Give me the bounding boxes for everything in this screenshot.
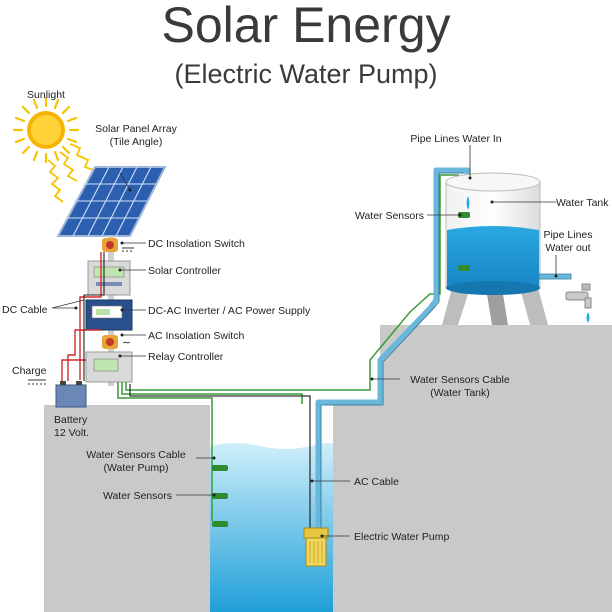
water-outlet-pipe (538, 273, 592, 323)
well-water (210, 443, 334, 612)
label-solar-panel-array: Solar Panel Array (95, 123, 177, 135)
label-dc-insolation-switch: DC Insolation Switch (148, 238, 245, 250)
label-charge: Charge (12, 365, 47, 377)
diagram-subtitle: (Electric Water Pump) (174, 59, 437, 89)
ground (44, 325, 612, 612)
water-pipe-in (315, 167, 471, 530)
water-sensors-cable (117, 174, 459, 521)
well-water-sensors (212, 465, 228, 527)
solar-panel-array (56, 166, 167, 237)
label-electric-water-pump: Electric Water Pump (354, 531, 449, 543)
label-pipe-lines-water-out-2: Water out (545, 242, 590, 254)
label-water-sensors-tank: Water Sensors (355, 210, 424, 222)
label-relay-controller: Relay Controller (148, 351, 224, 363)
sun-icon (12, 96, 80, 164)
label-dc-cable: DC Cable (2, 304, 48, 316)
electric-water-pump (303, 527, 329, 567)
label-ac-cable: AC Cable (354, 476, 399, 488)
ac-symbol-icon: ∼ (122, 336, 131, 349)
tank-water-sensors (458, 212, 470, 271)
water-inlet-drops (466, 196, 470, 210)
dc-symbol-icon (122, 247, 134, 252)
label-dc-ac-inverter: DC-AC Inverter / AC Power Supply (148, 305, 311, 317)
label-pipe-lines-water-out: Pipe Lines (543, 229, 592, 241)
label-battery-voltage: 12 Volt. (54, 427, 89, 439)
dc-ac-inverter (85, 299, 133, 331)
water-pipe-in-outline (320, 172, 465, 530)
dc-cable-black (83, 252, 105, 381)
label-solar-panel-tile-angle: (Tile Angle) (110, 136, 163, 148)
water-tank (442, 172, 548, 325)
label-water-sensors-cable-tank: Water Sensors Cable (410, 374, 510, 386)
label-sunlight: Sunlight (27, 89, 65, 101)
diagram-title: Solar Energy (161, 0, 450, 53)
label-water-sensors-cable-pump-2: (Water Pump) (104, 462, 169, 474)
leader-lines (51, 145, 558, 538)
solar-controller (87, 260, 131, 296)
sunlight-rays (47, 143, 97, 203)
battery (55, 381, 87, 408)
relay-controller (85, 351, 133, 383)
charge-arrow-icon (28, 379, 46, 385)
label-solar-controller: Solar Controller (148, 265, 221, 277)
label-water-tank: Water Tank (556, 197, 609, 209)
ac-cable (129, 384, 311, 528)
label-water-sensors-pump: Water Sensors (103, 490, 172, 502)
label-ac-insolation-switch: AC Insolation Switch (148, 330, 244, 342)
label-water-sensors-cable-tank-2: (Water Tank) (430, 387, 490, 399)
dc-insolation-switch (102, 238, 118, 252)
label-water-sensors-cable-pump: Water Sensors Cable (86, 449, 186, 461)
label-pipe-lines-water-in: Pipe Lines Water In (410, 133, 501, 145)
ac-insolation-switch (102, 335, 118, 349)
label-battery: Battery (54, 414, 88, 426)
